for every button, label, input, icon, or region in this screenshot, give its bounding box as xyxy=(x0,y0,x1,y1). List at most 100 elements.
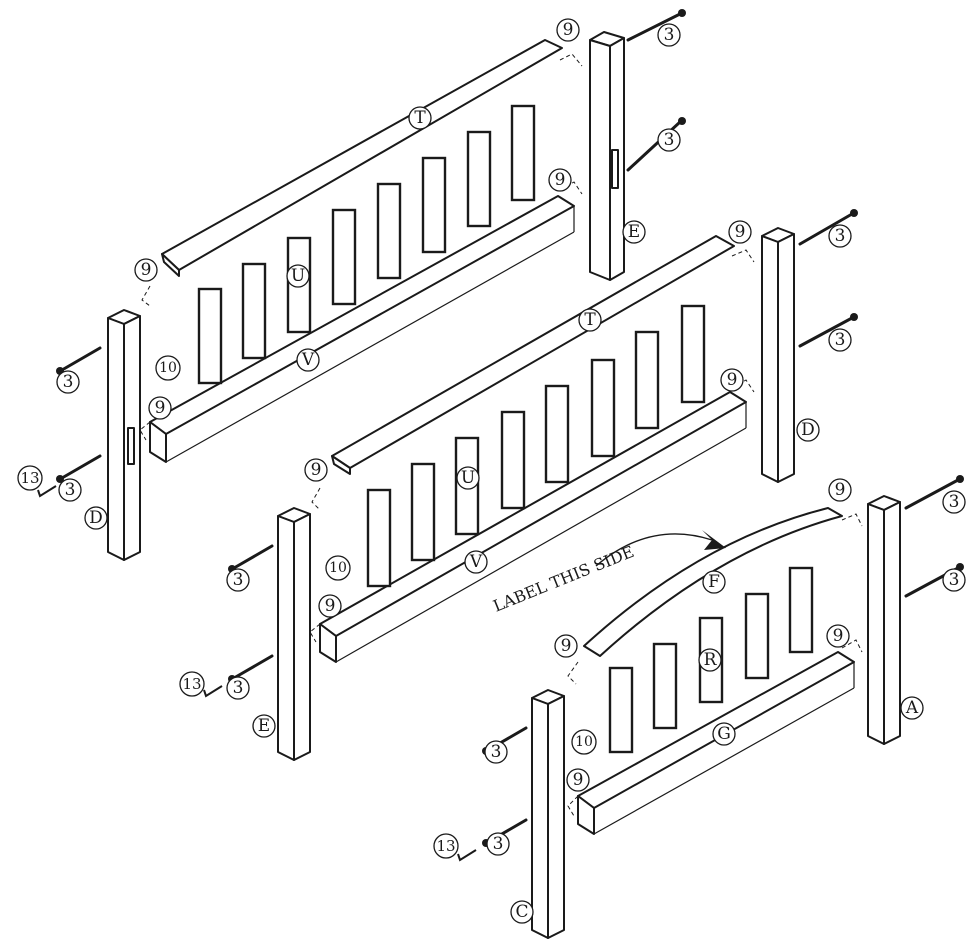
label-arrow xyxy=(595,530,726,567)
back-rail-assembly xyxy=(139,39,583,463)
svg-text:D: D xyxy=(801,420,815,440)
callout-9: 9 xyxy=(548,168,572,192)
svg-text:A: A xyxy=(905,698,919,718)
part-label-V: V xyxy=(464,550,488,574)
callout-10: 10 xyxy=(571,729,597,755)
callout-3: 3 xyxy=(486,832,510,856)
callout-3: 3 xyxy=(226,568,250,592)
callout-3: 3 xyxy=(484,740,508,764)
svg-text:V: V xyxy=(469,552,483,572)
svg-text:13: 13 xyxy=(436,837,455,855)
callout-10: 10 xyxy=(325,555,351,581)
svg-text:3: 3 xyxy=(233,570,244,590)
svg-text:R: R xyxy=(704,650,718,670)
svg-text:9: 9 xyxy=(573,770,584,790)
part-label-E: E xyxy=(252,714,276,738)
callout-9: 9 xyxy=(318,594,342,618)
svg-text:9: 9 xyxy=(835,480,846,500)
svg-text:3: 3 xyxy=(664,130,675,150)
label-this-side-text: LABEL THIS SIDE xyxy=(490,542,636,616)
callout-9: 9 xyxy=(728,220,752,244)
part-label-D: D xyxy=(796,418,820,442)
svg-text:10: 10 xyxy=(329,560,347,576)
callout-3: 3 xyxy=(828,328,852,352)
svg-text:9: 9 xyxy=(833,626,844,646)
svg-text:U: U xyxy=(291,266,305,286)
callout-9: 9 xyxy=(566,768,590,792)
callout-3: 3 xyxy=(828,224,852,248)
callout-9: 9 xyxy=(826,624,850,648)
callout-3: 3 xyxy=(657,128,681,152)
callout-9: 9 xyxy=(554,634,578,658)
callout-13: 13 xyxy=(17,465,43,491)
svg-text:10: 10 xyxy=(575,734,593,750)
svg-text:9: 9 xyxy=(141,260,152,280)
part-label-A: A xyxy=(900,696,924,720)
svg-text:3: 3 xyxy=(493,834,504,854)
back-slats xyxy=(197,104,536,385)
svg-text:C: C xyxy=(515,902,528,922)
svg-text:E: E xyxy=(258,716,270,736)
callout-3: 3 xyxy=(58,478,82,502)
part-label-D: D xyxy=(84,506,108,530)
part-label-R: R xyxy=(698,648,722,672)
svg-text:9: 9 xyxy=(735,222,746,242)
part-label-U: U xyxy=(286,264,310,288)
svg-text:9: 9 xyxy=(561,636,572,656)
part-label-T: T xyxy=(578,308,602,332)
callout-9: 9 xyxy=(556,18,580,42)
part-label-C: C xyxy=(510,900,534,924)
svg-text:3: 3 xyxy=(949,570,960,590)
svg-text:T: T xyxy=(414,108,426,128)
post-E xyxy=(589,31,625,281)
svg-text:3: 3 xyxy=(65,480,76,500)
svg-text:3: 3 xyxy=(491,742,502,762)
callout-3: 3 xyxy=(657,23,681,47)
svg-text:9: 9 xyxy=(727,370,738,390)
svg-text:3: 3 xyxy=(949,492,960,512)
svg-text:13: 13 xyxy=(182,675,201,693)
callout-3: 3 xyxy=(942,568,966,592)
callout-9: 9 xyxy=(828,478,852,502)
post-E-middle xyxy=(277,507,311,761)
svg-text:V: V xyxy=(301,350,315,370)
part-label-T: T xyxy=(408,106,432,130)
middle-slats xyxy=(366,304,706,588)
svg-text:3: 3 xyxy=(835,330,846,350)
callout-10: 10 xyxy=(155,355,181,381)
svg-text:G: G xyxy=(717,724,731,744)
svg-text:3: 3 xyxy=(63,372,74,392)
part-label-E: E xyxy=(622,220,646,244)
svg-text:9: 9 xyxy=(563,20,574,40)
svg-text:3: 3 xyxy=(664,25,675,45)
svg-text:10: 10 xyxy=(159,360,177,376)
callout-13: 13 xyxy=(179,671,205,697)
callout-9: 9 xyxy=(720,368,744,392)
svg-text:9: 9 xyxy=(311,460,322,480)
callout-9: 9 xyxy=(304,458,328,482)
part-label-F: F xyxy=(702,570,726,594)
svg-text:E: E xyxy=(628,222,640,242)
callout-13: 13 xyxy=(433,833,459,859)
post-C xyxy=(531,689,565,939)
svg-text:T: T xyxy=(584,310,596,330)
svg-text:F: F xyxy=(708,572,720,592)
svg-text:9: 9 xyxy=(155,398,166,418)
callout-3: 3 xyxy=(226,676,250,700)
svg-text:3: 3 xyxy=(233,678,244,698)
svg-text:9: 9 xyxy=(555,170,566,190)
callout-3: 3 xyxy=(56,370,80,394)
post-A xyxy=(867,495,901,745)
svg-text:D: D xyxy=(89,508,103,528)
part-label-V: V xyxy=(296,348,320,372)
callout-9: 9 xyxy=(148,396,172,420)
top-rail-F xyxy=(583,507,843,657)
post-D-back xyxy=(107,309,141,561)
svg-text:9: 9 xyxy=(325,596,336,616)
allen-wrenches xyxy=(37,485,477,862)
part-label-U: U xyxy=(456,466,480,490)
post-D-middle xyxy=(761,227,795,483)
callout-9: 9 xyxy=(134,258,158,282)
svg-text:U: U xyxy=(461,468,475,488)
